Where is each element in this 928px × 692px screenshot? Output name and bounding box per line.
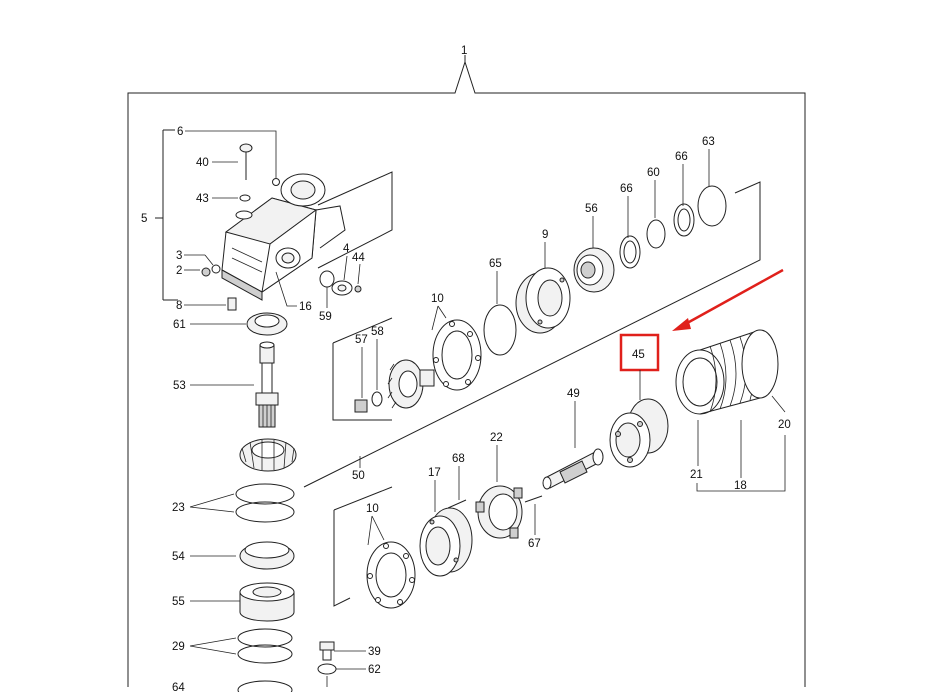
part-39-plug: [319, 641, 335, 661]
callout-62: 62: [368, 664, 381, 676]
pinion-gear: [239, 438, 297, 472]
callout-66-a: 66: [620, 183, 633, 195]
callout-68: 68: [452, 453, 465, 465]
part-9-carrier: [515, 267, 571, 334]
callout-8: 8: [176, 300, 182, 312]
callout-66-b: 66: [675, 151, 688, 163]
part-59-oring: [319, 270, 335, 288]
callout-10-lower: 10: [366, 503, 379, 515]
callout-3: 3: [176, 250, 182, 262]
callout-21: 21: [690, 469, 703, 481]
callout-18: 18: [734, 480, 747, 492]
callout-55: 55: [172, 596, 185, 608]
part-60-snap-ring: [646, 219, 666, 249]
callout-6: 6: [177, 126, 183, 138]
callout-49: 49: [567, 388, 580, 400]
part-4-plate: [331, 280, 353, 296]
part-10-shim-upper: [432, 319, 482, 391]
part-61-bearing: [246, 312, 288, 336]
callout-57: 57: [355, 334, 368, 346]
part-65-oring: [483, 304, 517, 356]
part-67-bolt: [524, 495, 543, 503]
callout-17: 17: [428, 467, 441, 479]
callout-9: 9: [542, 229, 548, 241]
part-3-washer: [211, 264, 221, 274]
bracket-lower: [333, 486, 393, 607]
callout-16: 16: [299, 301, 312, 313]
callout-10-upper: 10: [431, 293, 444, 305]
callout-40: 40: [196, 157, 209, 169]
callout-53: 53: [173, 380, 186, 392]
part-40-knob: [239, 143, 253, 180]
callout-1: 1: [461, 45, 467, 57]
part-43-washer: [239, 194, 251, 202]
callout-64: 64: [172, 682, 185, 692]
part-53-pinion-shaft: [255, 341, 279, 428]
part-18-bellows: [675, 329, 779, 415]
callout-44: 44: [352, 252, 365, 264]
part-29-rings: [237, 628, 293, 664]
part-22-bracket: [475, 485, 523, 539]
callout-61: 61: [173, 319, 186, 331]
part-44-bolt: [354, 285, 362, 293]
part-66-ring-a: [619, 235, 641, 269]
part-55-bushing: [239, 582, 295, 622]
bracket-5: [155, 129, 178, 301]
part-10-shim-lower: [366, 541, 416, 609]
gear-case-housing: [221, 173, 346, 301]
callout-5: 5: [141, 213, 147, 225]
callout-54: 54: [172, 551, 185, 563]
part-68-bolt: [447, 499, 467, 509]
callout-60: 60: [647, 167, 660, 179]
callout-43: 43: [196, 193, 209, 205]
callout-22: 22: [490, 432, 503, 444]
callout-56: 56: [585, 203, 598, 215]
part-63-oring: [697, 185, 727, 227]
callout-29: 29: [172, 641, 185, 653]
highlight-arrowhead: [672, 318, 691, 331]
part-58-washer: [371, 391, 383, 407]
highlight-box-45: [619, 333, 660, 372]
callout-67: 67: [528, 538, 541, 550]
callout-59: 59: [319, 311, 332, 323]
part-2-plug: [201, 267, 211, 277]
part-8-vent: [227, 297, 237, 311]
callout-23: 23: [172, 502, 185, 514]
highlight-arrow: [679, 268, 784, 329]
part-49-input-shaft: [542, 448, 604, 490]
part-45-coupling: [609, 398, 669, 468]
callout-58: 58: [371, 326, 384, 338]
part-23-rings: [235, 483, 295, 523]
callout-39: 39: [368, 646, 381, 658]
drive-bevel-gear: [387, 359, 435, 409]
bracket-50: [303, 181, 761, 488]
part-62-oring: [317, 663, 337, 675]
part-66-ring-b: [673, 203, 695, 237]
callout-2: 2: [176, 265, 182, 277]
callout-50: 50: [352, 470, 365, 482]
callout-45: 45: [632, 349, 645, 361]
part-57-nut: [354, 399, 368, 413]
part-54-seal: [239, 541, 295, 570]
part-17-flange-housing: [419, 507, 473, 577]
part-64-ring: [237, 680, 293, 692]
callout-20: 20: [778, 419, 791, 431]
callout-63: 63: [702, 136, 715, 148]
callout-65: 65: [489, 258, 502, 270]
part-56-bearing: [573, 247, 615, 293]
callout-4: 4: [343, 243, 350, 255]
